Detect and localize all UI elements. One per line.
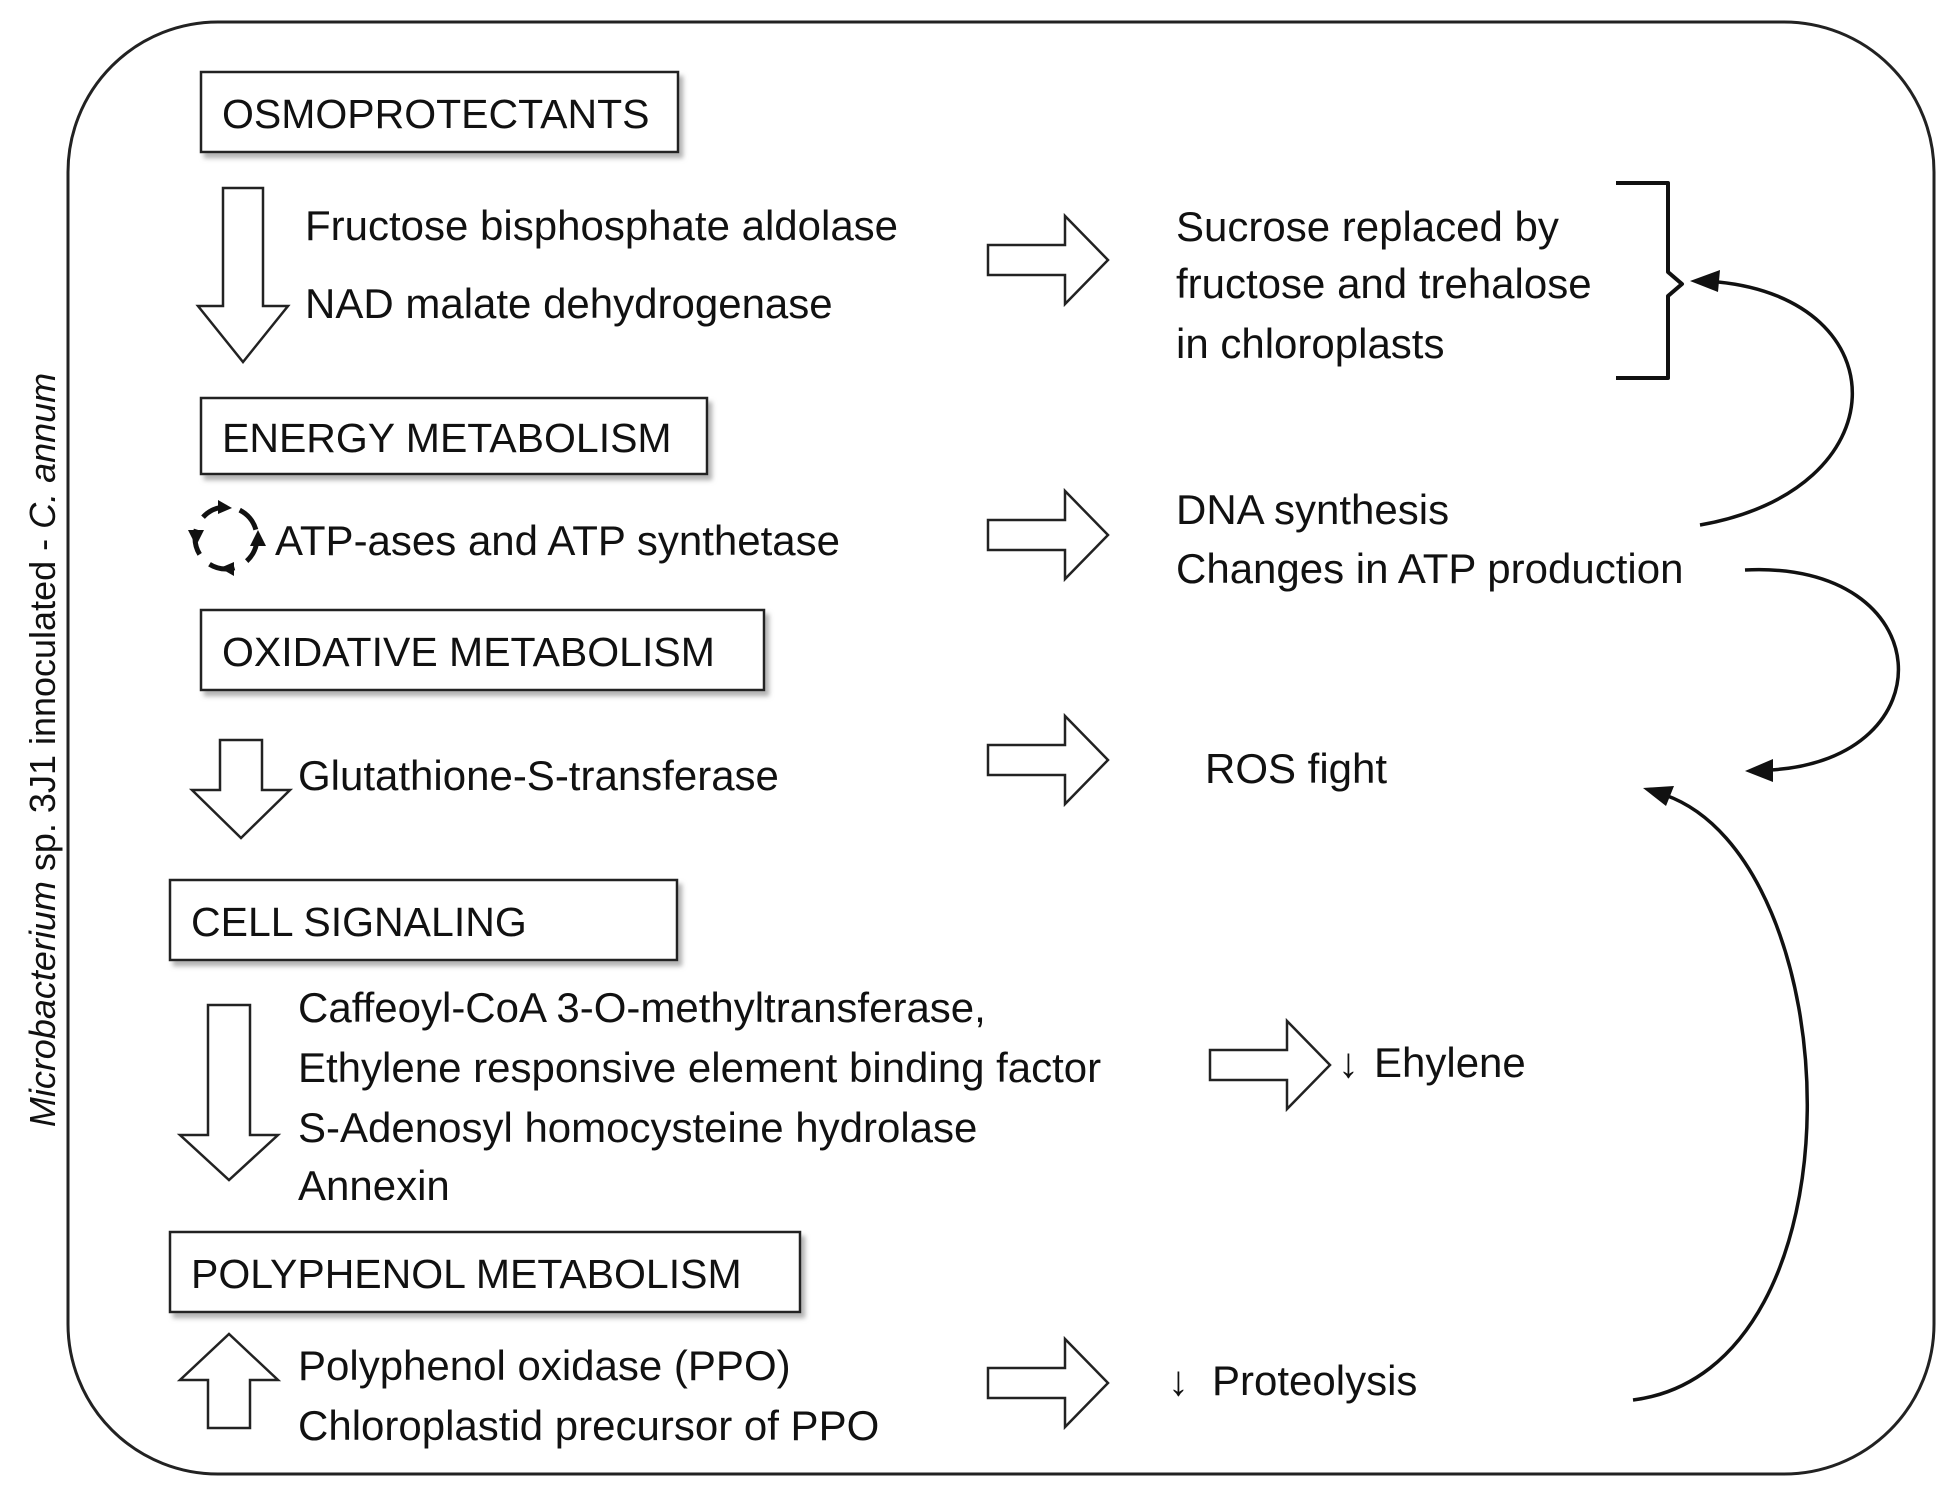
section-cell-signaling: CELL SIGNALING Caffeoyl-CoA 3-O-methyltr… <box>168 878 1526 1209</box>
arrowhead-icon <box>1643 786 1674 806</box>
side-label: Microbacterium sp. 3J1 innoculated - C. … <box>22 373 63 1127</box>
item-text: Ethylene responsive element binding fact… <box>298 1044 1101 1091</box>
item-text: Glutathione-S-transferase <box>298 752 779 799</box>
section-polyphenol-metabolism: POLYPHENOL METABOLISM Polyphenol oxidase… <box>168 1230 1417 1449</box>
section-header: POLYPHENOL METABOLISM <box>191 1251 742 1297</box>
connector-atp-to-ros <box>1744 568 1900 772</box>
down-arrow-icon <box>195 186 291 364</box>
item-text: Fructose bisphosphate aldolase <box>305 202 898 249</box>
header-box <box>168 1230 802 1314</box>
section-header: OSMOPROTECTANTS <box>222 91 649 137</box>
connector-dna-to-sucrose <box>1699 280 1854 527</box>
effect-text: Changes in ATP production <box>1176 545 1683 592</box>
cycle-icon <box>188 500 266 576</box>
right-arrow-icon <box>986 1335 1110 1431</box>
outer-frame <box>66 20 1936 1476</box>
bracket-icon <box>1616 181 1684 380</box>
section-header: CELL SIGNALING <box>191 899 527 945</box>
item-text: Annexin <box>298 1162 450 1209</box>
item-text: S-Adenosyl homocysteine hydrolase <box>298 1104 977 1151</box>
item-text: Caffeoyl-CoA 3-O-methyltransferase, <box>298 984 986 1031</box>
section-energy-metabolism: ENERGY METABOLISM ATP-ases and ATP synth… <box>188 396 1683 592</box>
right-arrow-icon <box>986 712 1110 808</box>
down-arrow-icon <box>176 1003 282 1182</box>
decrease-arrow-icon: ↓ <box>1338 1039 1359 1086</box>
section-oxidative-metabolism: OXIDATIVE METABOLISM Glutathione-S-trans… <box>188 608 1387 840</box>
effect-text: Sucrose replaced by <box>1176 203 1559 250</box>
up-arrow-icon <box>176 1332 282 1430</box>
effect-text: fructose and trehalose <box>1176 260 1592 307</box>
header-box <box>199 70 680 154</box>
right-arrow-icon <box>986 212 1110 308</box>
effect-text: Proteolysis <box>1212 1357 1417 1404</box>
section-header: ENERGY METABOLISM <box>222 415 672 461</box>
effect-text: ROS fight <box>1205 745 1387 792</box>
section-osmoprotectants: OSMOPROTECTANTS Fructose bisphosphate al… <box>195 70 1684 380</box>
effect-text: DNA synthesis <box>1176 486 1449 533</box>
header-box <box>199 608 766 692</box>
right-arrow-icon <box>986 487 1110 583</box>
arrowhead-icon <box>1745 759 1773 782</box>
header-box <box>168 878 679 962</box>
header-box <box>199 396 709 476</box>
item-text: Chloroplastid precursor of PPO <box>298 1402 879 1449</box>
item-text: NAD malate dehydrogenase <box>305 280 833 327</box>
connector-proteolysis-to-ros <box>1632 793 1809 1402</box>
item-text: Polyphenol oxidase (PPO) <box>298 1342 791 1389</box>
effect-text: Ehylene <box>1374 1039 1526 1086</box>
decrease-arrow-icon: ↓ <box>1168 1357 1189 1404</box>
effect-text: in chloroplasts <box>1176 320 1444 367</box>
connections <box>1632 270 1900 1402</box>
item-text: ATP-ases and ATP synthetase <box>275 517 840 564</box>
down-arrow-icon <box>188 738 294 840</box>
right-arrow-icon <box>1208 1017 1332 1113</box>
section-header: OXIDATIVE METABOLISM <box>222 629 715 675</box>
arrowhead-icon <box>1690 270 1720 292</box>
